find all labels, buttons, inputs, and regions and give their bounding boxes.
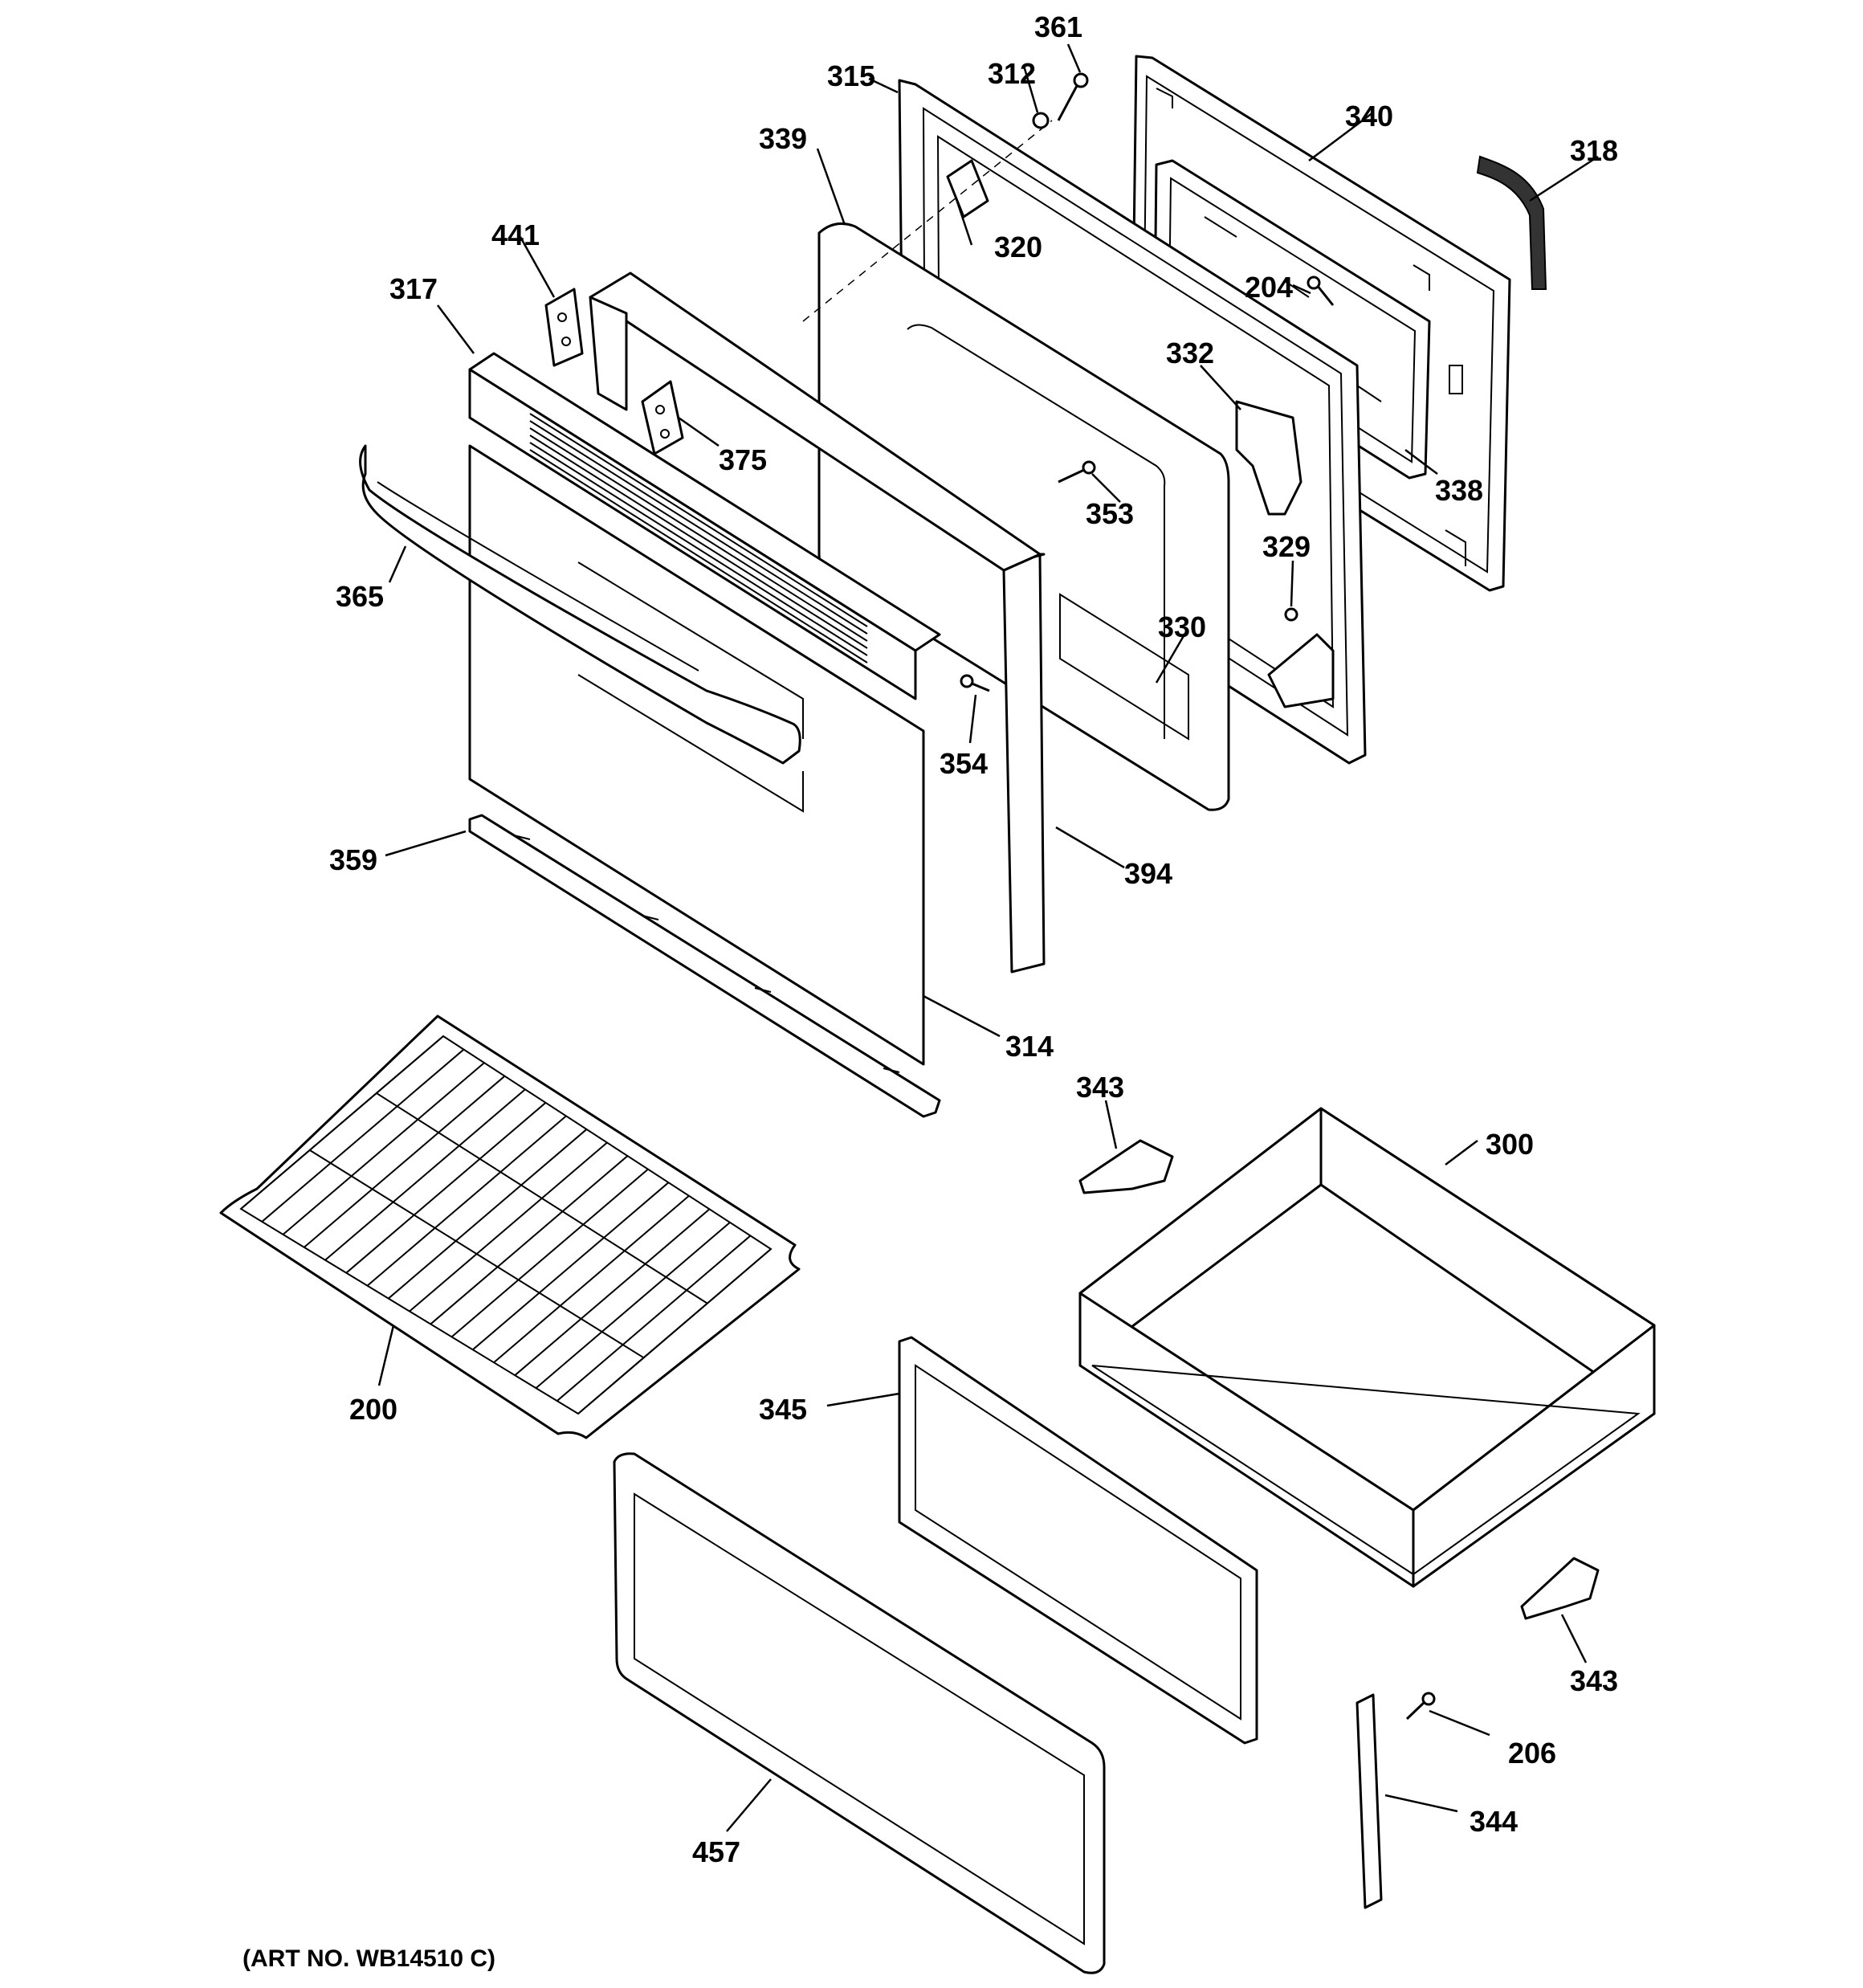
callout-206: 206 bbox=[1508, 1737, 1556, 1770]
callout-320: 320 bbox=[994, 231, 1042, 263]
rack-wire bbox=[556, 1235, 752, 1402]
callout-354: 354 bbox=[940, 747, 988, 780]
leader-lines bbox=[377, 43, 1599, 1832]
callout-312: 312 bbox=[988, 57, 1036, 90]
vent-slot bbox=[529, 435, 868, 649]
rack-wire bbox=[493, 1194, 690, 1364]
rack-wire bbox=[472, 1182, 670, 1351]
part-394-door-side-trim bbox=[1002, 553, 1046, 974]
part-343-drawer-slide-lower bbox=[1520, 1557, 1600, 1620]
rack-wire bbox=[388, 1129, 588, 1300]
assembly-dashed-line bbox=[802, 120, 1053, 322]
callout-314: 314 bbox=[1005, 1030, 1054, 1063]
callout-375: 375 bbox=[719, 443, 767, 476]
callout-315: 315 bbox=[827, 59, 875, 92]
part-353-screw bbox=[1058, 460, 1096, 484]
callout-359: 359 bbox=[329, 843, 377, 876]
part-204-screw bbox=[1307, 276, 1335, 306]
rack-wire bbox=[261, 1048, 465, 1223]
rack-wire bbox=[324, 1088, 526, 1261]
callout-394: 394 bbox=[1124, 857, 1172, 890]
rack-wire bbox=[430, 1155, 629, 1325]
vent-slot bbox=[529, 427, 868, 642]
callout-labels: 361 312 315 340 318 339 320 441 204 317 … bbox=[243, 10, 1618, 1972]
part-312-washer bbox=[1032, 112, 1050, 129]
callout-345: 345 bbox=[759, 1393, 807, 1426]
vent-slot bbox=[529, 413, 868, 627]
part-359-door-bottom-trim bbox=[468, 814, 941, 1118]
rack-wire bbox=[345, 1102, 547, 1274]
part-361-screw bbox=[1057, 72, 1089, 121]
callout-353: 353 bbox=[1086, 497, 1134, 530]
vent-slot bbox=[529, 442, 868, 656]
callout-330: 330 bbox=[1158, 610, 1206, 643]
callout-441: 441 bbox=[491, 218, 540, 251]
part-343-drawer-slide-upper bbox=[1078, 1139, 1174, 1194]
part-door-frame bbox=[589, 271, 1042, 572]
part-375-bracket bbox=[641, 380, 684, 455]
callout-344: 344 bbox=[1470, 1805, 1518, 1838]
part-457-drawer-front-panel bbox=[613, 1452, 1106, 1974]
part-314-door-outer-panel bbox=[468, 444, 925, 1066]
rack-wire bbox=[240, 1035, 444, 1210]
rack-wire bbox=[304, 1075, 506, 1248]
rack-wire bbox=[514, 1208, 711, 1376]
part-329-hinge-bracket bbox=[1267, 633, 1335, 708]
part-344-drawer-side-rail bbox=[1355, 1693, 1383, 1909]
part-329-screw bbox=[1284, 607, 1298, 622]
callout-339: 339 bbox=[759, 122, 807, 155]
part-441-hinge-bracket bbox=[544, 288, 584, 367]
part-206-screw bbox=[1405, 1692, 1436, 1721]
callout-340: 340 bbox=[1345, 100, 1393, 133]
part-317-vent-trim bbox=[468, 352, 941, 700]
callout-300: 300 bbox=[1486, 1128, 1534, 1161]
vent-slot bbox=[529, 420, 868, 635]
art-number: (ART NO. WB14510 C) bbox=[243, 1945, 495, 1972]
vent-slot bbox=[529, 449, 868, 663]
part-354-screw bbox=[960, 674, 990, 692]
callout-365: 365 bbox=[336, 580, 384, 613]
part-332-insulation-block bbox=[1235, 400, 1302, 516]
callout-457: 457 bbox=[692, 1835, 740, 1868]
callout-332: 332 bbox=[1166, 337, 1214, 369]
rack-wire bbox=[450, 1168, 649, 1338]
callout-204: 204 bbox=[1245, 271, 1293, 304]
callout-343-upper: 343 bbox=[1076, 1071, 1124, 1104]
rack-cross-wire bbox=[309, 1149, 645, 1359]
callout-317: 317 bbox=[389, 272, 438, 305]
callout-200: 200 bbox=[349, 1393, 397, 1426]
part-200-oven-rack bbox=[219, 1014, 801, 1439]
callout-329: 329 bbox=[1262, 530, 1311, 563]
part-365-door-handle bbox=[359, 444, 801, 765]
part-345-drawer-front-frame bbox=[898, 1336, 1258, 1745]
callout-343-lower: 343 bbox=[1570, 1664, 1618, 1697]
rack-wire bbox=[577, 1248, 772, 1414]
rack-wire bbox=[366, 1115, 567, 1287]
part-318-door-gasket bbox=[1476, 155, 1547, 290]
rack-wire bbox=[409, 1141, 608, 1312]
callout-318: 318 bbox=[1570, 134, 1618, 167]
rack-cross-wire bbox=[376, 1092, 708, 1304]
callout-361: 361 bbox=[1034, 10, 1082, 43]
part-300-drawer-body bbox=[1078, 1107, 1656, 1588]
callout-338: 338 bbox=[1435, 474, 1483, 507]
rack-wire bbox=[535, 1222, 731, 1389]
rack-wire bbox=[282, 1062, 485, 1235]
